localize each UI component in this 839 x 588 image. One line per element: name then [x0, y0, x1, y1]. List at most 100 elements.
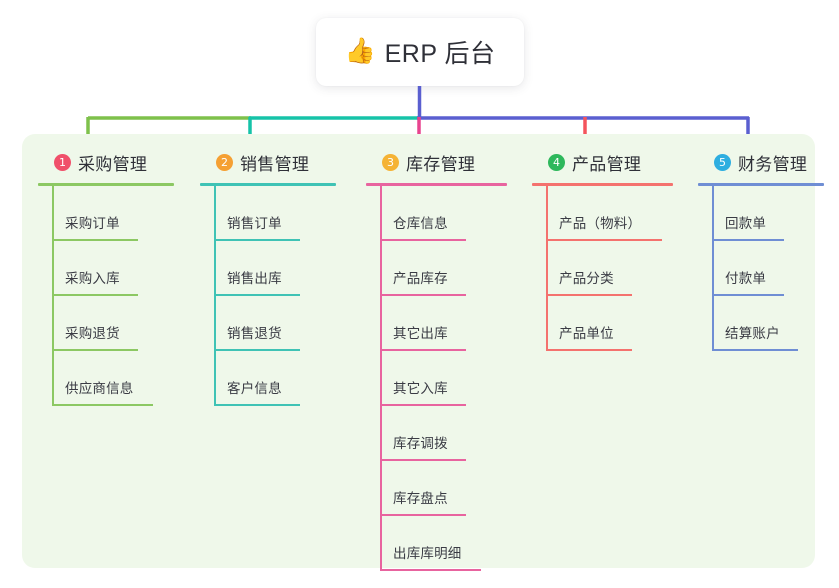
column-header-3[interactable]: 3 库存管理: [366, 146, 531, 178]
leaf-item-rule: [214, 404, 300, 406]
leaf-item-rule: [214, 294, 300, 296]
column-items-2: 销售订单销售出库销售退货客户信息: [200, 186, 360, 406]
column-3: 3 库存管理仓库信息产品库存其它出库其它入库库存调拨库存盘点出库库明细: [366, 146, 531, 571]
leaf-item[interactable]: 出库库明细: [366, 516, 531, 571]
leaf-item-label: 出库库明细: [393, 546, 462, 561]
leaf-item-label: 客户信息: [227, 381, 282, 396]
thumbs-up-icon: 👍: [344, 36, 376, 65]
leaf-stem: [380, 516, 382, 571]
leaf-stem: [712, 241, 714, 296]
column-title-2: 销售管理: [240, 154, 310, 174]
leaf-item-label: 产品单位: [559, 326, 614, 341]
leaf-stem: [712, 296, 714, 351]
leaf-item[interactable]: 结算账户: [698, 296, 839, 351]
leaf-item[interactable]: 产品分类: [532, 241, 697, 296]
leaf-item-rule: [214, 349, 300, 351]
column-title-5: 财务管理: [738, 154, 808, 174]
column-header-4[interactable]: 4 产品管理: [532, 146, 697, 178]
leaf-item[interactable]: 采购订单: [38, 186, 198, 241]
leaf-item-rule: [712, 349, 798, 351]
column-badge-4: 4: [548, 153, 565, 171]
leaf-item[interactable]: 销售出库: [200, 241, 360, 296]
leaf-item-rule: [380, 459, 466, 461]
leaf-item[interactable]: 库存调拨: [366, 406, 531, 461]
leaf-stem: [380, 461, 382, 516]
leaf-item-label: 其它入库: [393, 381, 448, 396]
leaf-item-rule: [546, 239, 662, 241]
leaf-item-label: 库存调拨: [393, 436, 448, 451]
leaf-item-rule: [214, 239, 300, 241]
leaf-item[interactable]: 采购入库: [38, 241, 198, 296]
column-badge-5: 5: [714, 153, 731, 171]
leaf-item-label: 付款单: [725, 271, 767, 286]
column-rule-2: [200, 183, 336, 186]
leaf-item[interactable]: 供应商信息: [38, 351, 198, 406]
leaf-item-rule: [52, 239, 138, 241]
leaf-item[interactable]: 销售退货: [200, 296, 360, 351]
leaf-item[interactable]: 仓库信息: [366, 186, 531, 241]
leaf-item[interactable]: 销售订单: [200, 186, 360, 241]
leaf-stem: [214, 351, 216, 406]
leaf-item-label: 销售退货: [227, 326, 282, 341]
column-items-3: 仓库信息产品库存其它出库其它入库库存调拨库存盘点出库库明细: [366, 186, 531, 571]
leaf-item-label: 仓库信息: [393, 216, 448, 231]
column-header-5[interactable]: 5 财务管理: [698, 146, 839, 178]
column-title-4: 产品管理: [572, 154, 642, 174]
leaf-stem: [380, 406, 382, 461]
leaf-item-rule: [380, 569, 481, 571]
column-4: 4 产品管理产品（物料） 产品分类产品单位: [532, 146, 697, 351]
leaf-item-rule: [52, 349, 138, 351]
root-node-title: ERP 后台: [384, 40, 496, 68]
leaf-stem: [52, 296, 54, 351]
column-badge-1: 1: [54, 153, 71, 171]
column-rule-5: [698, 183, 824, 186]
leaf-item-rule: [546, 294, 632, 296]
column-title-3: 库存管理: [406, 154, 476, 174]
leaf-item-rule: [380, 294, 466, 296]
column-items-5: 回款单付款单结算账户: [698, 186, 839, 351]
leaf-item[interactable]: 产品库存: [366, 241, 531, 296]
leaf-stem: [380, 241, 382, 296]
leaf-item[interactable]: 其它入库: [366, 351, 531, 406]
leaf-stem: [546, 241, 548, 296]
column-items-4: 产品（物料） 产品分类产品单位: [532, 186, 697, 351]
leaf-stem: [712, 186, 714, 241]
leaf-item-rule: [712, 239, 784, 241]
leaf-item-rule: [380, 514, 466, 516]
leaf-item[interactable]: 产品单位: [532, 296, 697, 351]
leaf-item[interactable]: 其它出库: [366, 296, 531, 351]
leaf-item-rule: [52, 294, 138, 296]
leaf-item[interactable]: 回款单: [698, 186, 839, 241]
leaf-stem: [380, 351, 382, 406]
leaf-stem: [214, 241, 216, 296]
column-badge-2: 2: [216, 153, 233, 171]
leaf-item-label: 产品（物料）: [559, 216, 642, 231]
column-rule-3: [366, 183, 507, 186]
leaf-item-label: 销售出库: [227, 271, 282, 286]
leaf-item-rule: [380, 404, 466, 406]
leaf-item[interactable]: 产品（物料）: [532, 186, 697, 241]
leaf-item-label: 结算账户: [725, 326, 780, 341]
leaf-item-label: 采购入库: [65, 271, 120, 286]
leaf-item-rule: [52, 404, 153, 406]
leaf-stem: [52, 186, 54, 241]
leaf-item-label: 库存盘点: [393, 491, 448, 506]
leaf-item[interactable]: 付款单: [698, 241, 839, 296]
leaf-stem: [546, 186, 548, 241]
root-node-card[interactable]: 👍 ERP 后台: [316, 18, 524, 86]
leaf-item-rule: [712, 294, 784, 296]
leaf-item-label: 产品库存: [393, 271, 448, 286]
leaf-item[interactable]: 采购退货: [38, 296, 198, 351]
column-badge-3: 3: [382, 153, 399, 171]
leaf-item-label: 采购退货: [65, 326, 120, 341]
leaf-item[interactable]: 客户信息: [200, 351, 360, 406]
leaf-stem: [380, 186, 382, 241]
leaf-item[interactable]: 库存盘点: [366, 461, 531, 516]
column-header-2[interactable]: 2 销售管理: [200, 146, 360, 178]
leaf-item-label: 回款单: [725, 216, 767, 231]
leaf-item-rule: [380, 239, 466, 241]
leaf-item-label: 其它出库: [393, 326, 448, 341]
column-5: 5 财务管理回款单付款单结算账户: [698, 146, 839, 351]
